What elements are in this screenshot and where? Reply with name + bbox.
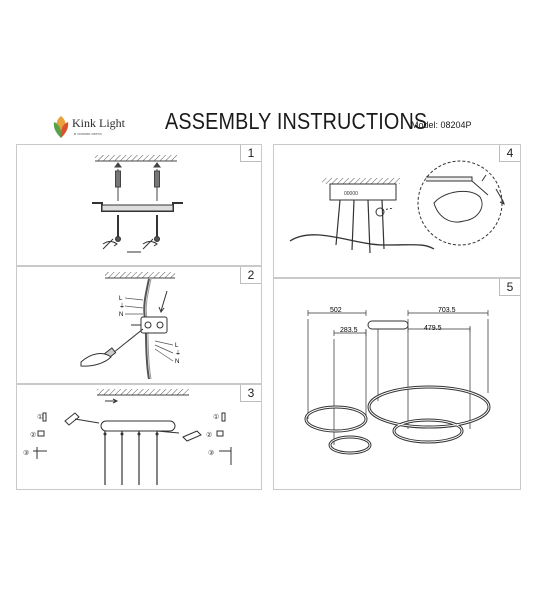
ceiling-hatch — [322, 178, 400, 184]
brand-name: Kink Light — [72, 116, 125, 130]
step-number: 1 — [240, 145, 261, 162]
step-2-panel: 2 L ⏚ N L ⏚ N — [16, 266, 262, 384]
step-number: 5 — [499, 279, 520, 296]
canopy — [100, 420, 176, 432]
terminal-block-icon — [131, 316, 168, 334]
step-3-panel: 3 ① ② ③ ① ② ③ — [16, 384, 262, 490]
marker-2: ② — [30, 431, 36, 439]
model-number: Model: 08204P — [411, 120, 472, 130]
wire-label-l: L — [119, 296, 123, 302]
step-5-panel: 5 502 283.5 703.5 479.5 — [273, 278, 521, 490]
brand-logo: Kink Light в сиянии света — [50, 114, 160, 142]
wire-label-n: N — [175, 359, 179, 365]
wire-label-n: N — [119, 312, 123, 318]
dimension-label: 479.5 — [424, 325, 442, 332]
marker-2: ② — [206, 431, 212, 439]
dimension-label: 283.5 — [340, 327, 358, 334]
ceiling-hatch — [97, 389, 189, 395]
marker-3: ③ — [23, 449, 29, 457]
step-number: 2 — [240, 267, 261, 284]
ceiling-hatch — [95, 155, 177, 161]
dimension-label: 502 — [330, 307, 342, 314]
power-cord — [289, 234, 435, 250]
screw-icon — [114, 162, 161, 201]
svg-text:00000: 00000 — [344, 191, 358, 197]
hand-icon — [433, 190, 483, 223]
hand-icon — [80, 353, 112, 367]
brand-tagline: в сиянии света — [74, 131, 102, 136]
step-1-illustration — [92, 155, 183, 253]
wire-label-ground: ⏚ — [175, 350, 181, 357]
led-ring-icon — [304, 385, 491, 455]
ceiling-hatch — [105, 272, 175, 278]
step-1-panel: 1 — [16, 144, 262, 266]
step-4-illustration: 00000 — [289, 160, 505, 254]
step-2-illustration: L ⏚ N L ⏚ N — [80, 272, 181, 380]
dimension-label: 703.5 — [438, 307, 456, 314]
marker-3: ③ — [208, 449, 214, 457]
wire-label-ground: ⏚ — [119, 303, 125, 310]
step-5-illustration: 502 283.5 703.5 479.5 — [304, 307, 491, 455]
step-3-illustration: ① ② ③ ① ② ③ — [23, 389, 232, 485]
step-number: 3 — [240, 385, 261, 402]
screwdriver-icon — [102, 238, 158, 250]
marker-1: ① — [213, 413, 219, 421]
step-number: 4 — [499, 145, 520, 162]
wire-label-l: L — [175, 343, 179, 349]
page-title: ASSEMBLY INSTRUCTIONS — [165, 108, 428, 134]
marker-1: ① — [37, 413, 43, 421]
logo-icon — [53, 116, 69, 138]
step-4-panel: 4 00000 — [273, 144, 521, 278]
